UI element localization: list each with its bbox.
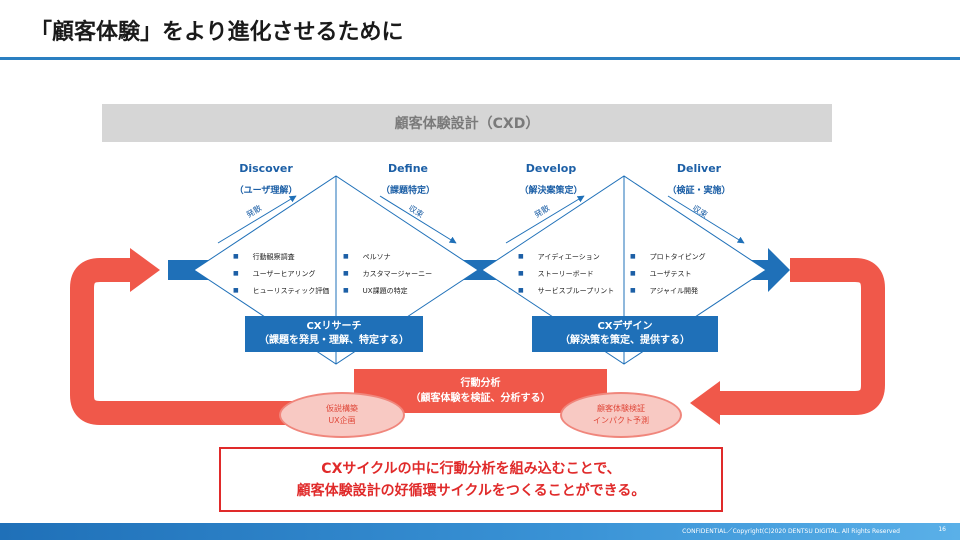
list-item: ユーザテスト <box>630 266 706 283</box>
copyright-text: CONFIDENTIAL／Copyright(C)2020 DENTSU DIG… <box>682 528 900 535</box>
cx-design-box: CXデザイン （解決策を策定、提供する） <box>532 316 718 352</box>
phase-define: Define （課題特定） <box>348 162 468 196</box>
ellipse-line: インパクト予測 <box>593 416 649 425</box>
list-item: カスタマージャーニー <box>343 266 433 283</box>
right-loop-arrow <box>720 258 885 415</box>
cx-research-title: CXリサーチ <box>306 321 362 332</box>
cx-research-sub: （課題を発見・理解、特定する） <box>259 335 409 346</box>
action-analysis-sub: （顧客体験を検証、分析する） <box>410 393 551 404</box>
phase-name: Discover <box>239 162 293 175</box>
cx-design-sub: （解決策を策定、提供する） <box>560 335 690 346</box>
message-line-2: 顧客体験設計の好循環サイクルをつくることができる。 <box>296 482 646 499</box>
verification-ellipse: 顧客体験検証 インパクト予測 <box>560 392 682 438</box>
diverge-arrow-2 <box>505 195 585 244</box>
ellipse-line: UX企画 <box>328 416 356 425</box>
list-item: ユーザーヒアリング <box>233 266 329 283</box>
converge-arrow-1 <box>379 195 457 244</box>
list-item: アジャイル開発 <box>630 283 706 300</box>
phase-name: Develop <box>525 162 577 175</box>
phase-sub: （解決案策定） <box>519 186 583 196</box>
cxd-banner: 顧客体験設計（CXD） <box>102 104 832 142</box>
list-item: ペルソナ <box>343 249 432 266</box>
phase-sub: （課題特定） <box>380 186 435 196</box>
phase-name: Deliver <box>676 162 722 175</box>
right-loop-arrowhead <box>690 381 720 425</box>
key-message-box: CXサイクルの中に行動分析を組み込むことで、 顧客体験設計の好循環サイクルをつく… <box>219 447 723 512</box>
discover-method-list: 行動観察調査 ユーザーヒアリング ヒューリスティック評価 <box>233 249 330 300</box>
ellipse-line: 仮説構築 <box>326 404 358 413</box>
action-analysis-title: 行動分析 <box>460 378 501 389</box>
phase-name: Define <box>387 162 429 175</box>
list-item: ヒューリスティック評価 <box>233 283 330 300</box>
ellipse-line: 顧客体験検証 <box>597 404 645 413</box>
phase-discover: Discover （ユーザ理解） <box>206 162 326 196</box>
diverge-arrow-1 <box>217 195 297 244</box>
develop-method-list: アイディエーション ストーリーボード サービスブループリント <box>518 249 615 300</box>
list-item: サービスブループリント <box>518 283 615 300</box>
list-item: UX課題の特定 <box>343 283 432 300</box>
converge-arrow-2 <box>667 195 745 244</box>
phase-develop: Develop （解決案策定） <box>491 162 611 196</box>
list-item: 行動観察調査 <box>233 249 329 266</box>
define-method-list: ペルソナ カスタマージャーニー UX課題の特定 <box>343 249 433 300</box>
phase-sub: （検証・実施） <box>667 186 731 196</box>
cx-design-title: CXデザイン <box>597 321 653 332</box>
phase-sub: （ユーザ理解） <box>234 186 298 196</box>
message-line-1: CXサイクルの中に行動分析を組み込むことで、 <box>321 460 621 477</box>
list-item: プロトタイピング <box>630 249 706 266</box>
slide-title: 「顧客体験」をより進化させるために <box>30 20 404 45</box>
list-item: アイディエーション <box>518 249 614 266</box>
deliver-method-list: プロトタイピング ユーザテスト アジャイル開発 <box>630 249 706 300</box>
footer-bar: CONFIDENTIAL／Copyright(C)2020 DENTSU DIG… <box>0 523 960 540</box>
hypothesis-ellipse: 仮説構築 UX企画 <box>279 392 405 438</box>
page-number: 16 <box>938 526 946 533</box>
title-rule <box>0 57 960 60</box>
cx-research-box: CXリサーチ （課題を発見・理解、特定する） <box>245 316 423 352</box>
phase-deliver: Deliver （検証・実施） <box>639 162 759 196</box>
list-item: ストーリーボード <box>518 266 614 283</box>
left-loop-arrowhead <box>130 248 160 292</box>
left-loop-arrow <box>70 258 300 425</box>
